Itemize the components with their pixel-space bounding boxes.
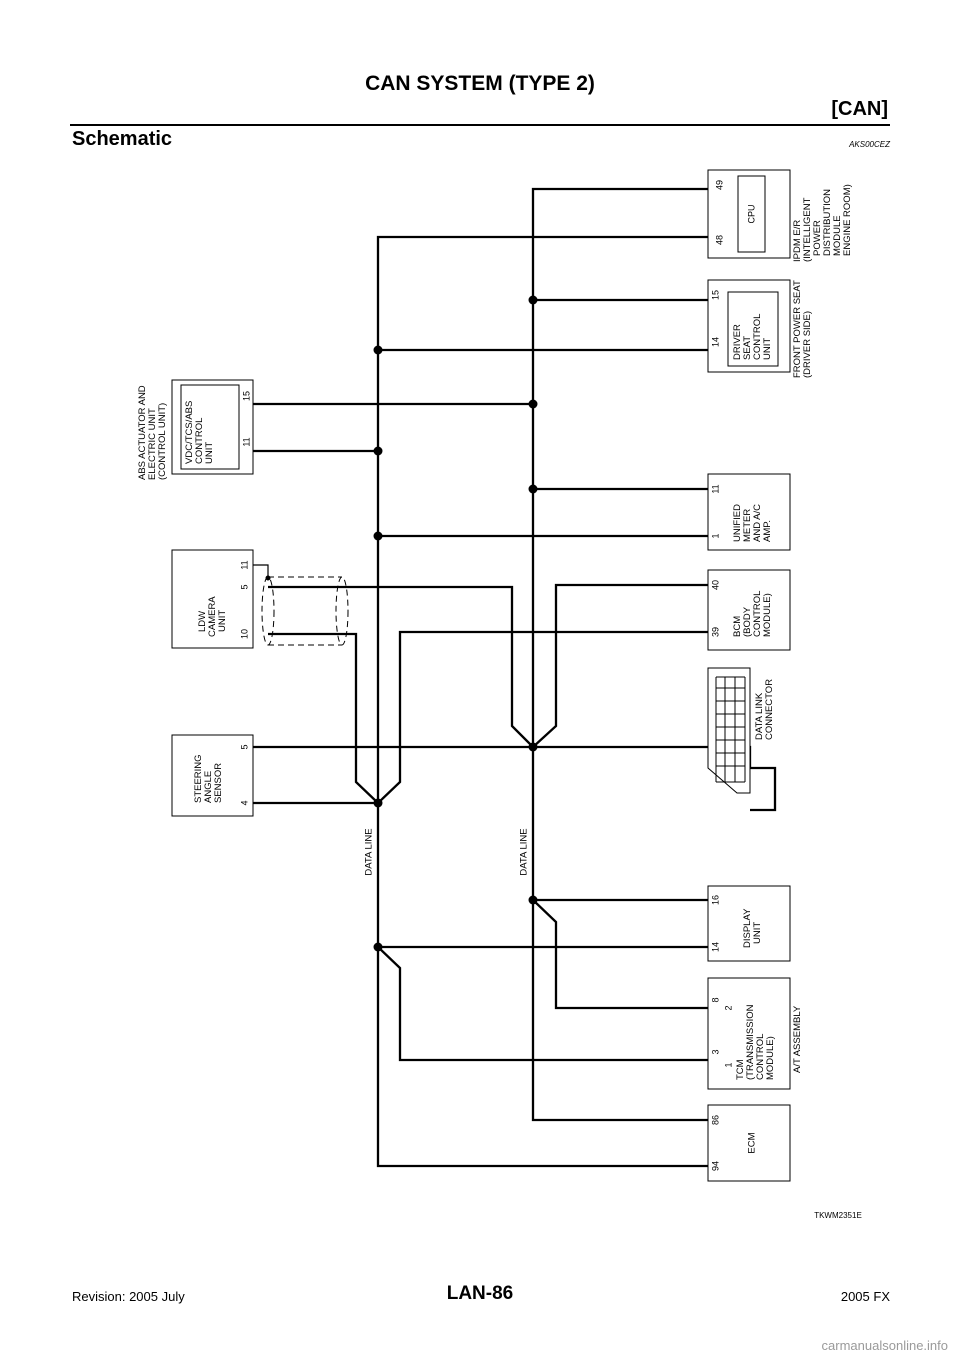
bcm-pin-40: 40	[710, 580, 720, 590]
ldw-pin-10: 10	[239, 629, 249, 639]
section-tag: [CAN]	[831, 98, 888, 120]
wire-tcm-8	[532, 899, 708, 1010]
meter-box	[707, 473, 791, 551]
junction-dot	[373, 798, 383, 808]
junction-dot	[528, 742, 538, 752]
ipdm-label: IPDM E/R (INTELLIGENT POWER DISTRIBUTION…	[792, 184, 853, 262]
abs-inner-label: VDC/TCS/ABS CONTROL UNIT	[184, 398, 215, 464]
junction-dot	[528, 484, 538, 494]
figure-id: TKWM2351E	[814, 1211, 862, 1220]
junctions	[373, 295, 538, 952]
abs-inner-box	[180, 384, 240, 470]
wire-bcm-40	[532, 583, 708, 748]
bus-b-trunk	[531, 187, 708, 1122]
steering-inner-label: STEERING ANGLE SENSOR	[193, 752, 224, 803]
dlc-label: DATA LINK CONNECTOR	[754, 679, 775, 740]
meter-pin-1: 1	[710, 533, 720, 538]
at-assembly-label: A/T ASSEMBLY	[792, 1005, 803, 1073]
tcm-subpin-2: 2	[723, 1005, 733, 1010]
ecm-box	[707, 1104, 791, 1182]
ipdm-pin-49: 49	[714, 180, 724, 190]
page-title: CAN SYSTEM (TYPE 2)	[365, 72, 595, 95]
display-pin-16: 16	[710, 895, 720, 905]
footer-page-number: LAN-86	[446, 1283, 514, 1304]
ipdm-pin-48: 48	[714, 235, 724, 245]
footer-model: 2005 FX	[840, 1289, 890, 1304]
cpu-label: CPU	[746, 204, 756, 223]
section-code: AKS00CEZ	[849, 140, 890, 149]
meter-pin-11: 11	[710, 484, 720, 493]
footer-revision: Revision: 2005 July	[72, 1289, 185, 1304]
header-rule	[70, 124, 890, 126]
tcm-subpin-1: 1	[723, 1062, 733, 1067]
cpu-box	[737, 175, 766, 253]
data-line-label-a: DATA LINE	[364, 828, 375, 875]
display-inner-label: DISPLAY UNIT	[742, 906, 763, 948]
data-line-label-b: DATA LINE	[519, 828, 530, 875]
abs-label: ABS ACTUATOR AND ELECTRIC UNIT (CONTROL …	[137, 383, 168, 480]
display-pin-14: 14	[710, 942, 720, 952]
wire-tcm-3	[377, 946, 708, 1062]
wire-ldw-10	[268, 632, 379, 804]
seat-inner-box	[727, 291, 779, 367]
junction-dot	[528, 895, 538, 905]
junction-dot	[528, 399, 538, 409]
ecm-inner-label: ECM	[747, 1132, 758, 1153]
ldw-pin-5: 5	[239, 584, 249, 589]
junction-dot	[373, 446, 383, 456]
junction-dot	[373, 345, 383, 355]
seat-pin-15: 15	[710, 290, 720, 300]
ldw-shield-drain	[253, 564, 269, 578]
ecm-pin-86: 86	[710, 1115, 720, 1125]
meter-inner-label: UNIFIED METER AND A/C AMP.	[732, 501, 773, 542]
steering-box	[171, 734, 254, 817]
wire-bcm-39	[377, 630, 708, 804]
seat-inner-label: DRIVER SEAT CONTROL UNIT	[732, 311, 773, 360]
ldw-pin-11: 11	[239, 560, 249, 569]
display-box	[707, 885, 791, 962]
junction-dot	[528, 295, 538, 305]
seat-label: FRONT POWER SEAT (DRIVER SIDE)	[792, 278, 813, 378]
bcm-box	[707, 569, 791, 651]
junction-dot	[373, 531, 383, 541]
watermark: carmanualsonline.info	[821, 1338, 948, 1353]
section-title: Schematic	[72, 128, 173, 150]
ldw-box	[171, 549, 254, 649]
steering-pin-4: 4	[239, 800, 249, 805]
tcm-inner-label: TCM (TRANSMISSION CONTROL MODULE)	[735, 1002, 776, 1080]
bcm-inner-label: BCM (BODY CONTROL MODULE)	[732, 588, 773, 637]
bus-a-trunk	[376, 235, 708, 1168]
tcm-box	[707, 977, 791, 1090]
wiring	[253, 187, 777, 1168]
data-link-connector	[707, 667, 751, 794]
tcm-pin-3: 3	[710, 1049, 720, 1054]
bcm-pin-39: 39	[710, 627, 720, 637]
tcm-pin-8: 8	[710, 997, 720, 1002]
ecm-pin-94: 94	[710, 1161, 720, 1171]
wire-ldw-5	[268, 585, 534, 748]
abs-pin-15: 15	[241, 391, 251, 401]
ldw-inner-label: LDW CAMERA UNIT	[197, 594, 228, 637]
abs-pin-11: 11	[241, 437, 251, 446]
junction-dot	[373, 942, 383, 952]
components	[171, 169, 791, 1182]
steering-pin-5: 5	[239, 744, 249, 749]
shielded-pair	[261, 576, 349, 646]
seat-pin-14: 14	[710, 337, 720, 347]
